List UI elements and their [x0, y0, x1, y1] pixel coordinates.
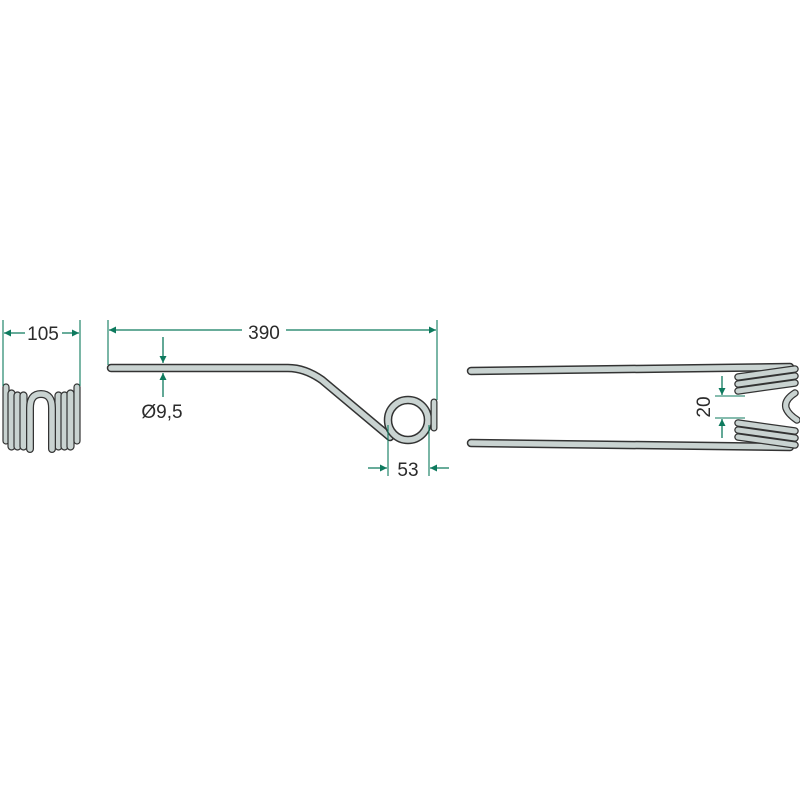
lower-coils [734, 419, 799, 449]
tine-pair [466, 362, 800, 452]
side-view: 105 [2, 320, 81, 453]
dimension-length-label: 390 [248, 323, 280, 344]
top-view: 20 [466, 362, 800, 452]
spring-coils [2, 383, 81, 453]
front-view: 390 Ø9,5 53 [106, 320, 449, 481]
dimension-width-label: 105 [27, 324, 59, 345]
dimension-gap-label: 20 [694, 396, 715, 417]
dimension-coil-label: 53 [397, 460, 418, 481]
dimension-diameter-label: Ø9,5 [141, 402, 182, 423]
tine-wire [106, 363, 438, 445]
upper-coils [734, 365, 799, 395]
